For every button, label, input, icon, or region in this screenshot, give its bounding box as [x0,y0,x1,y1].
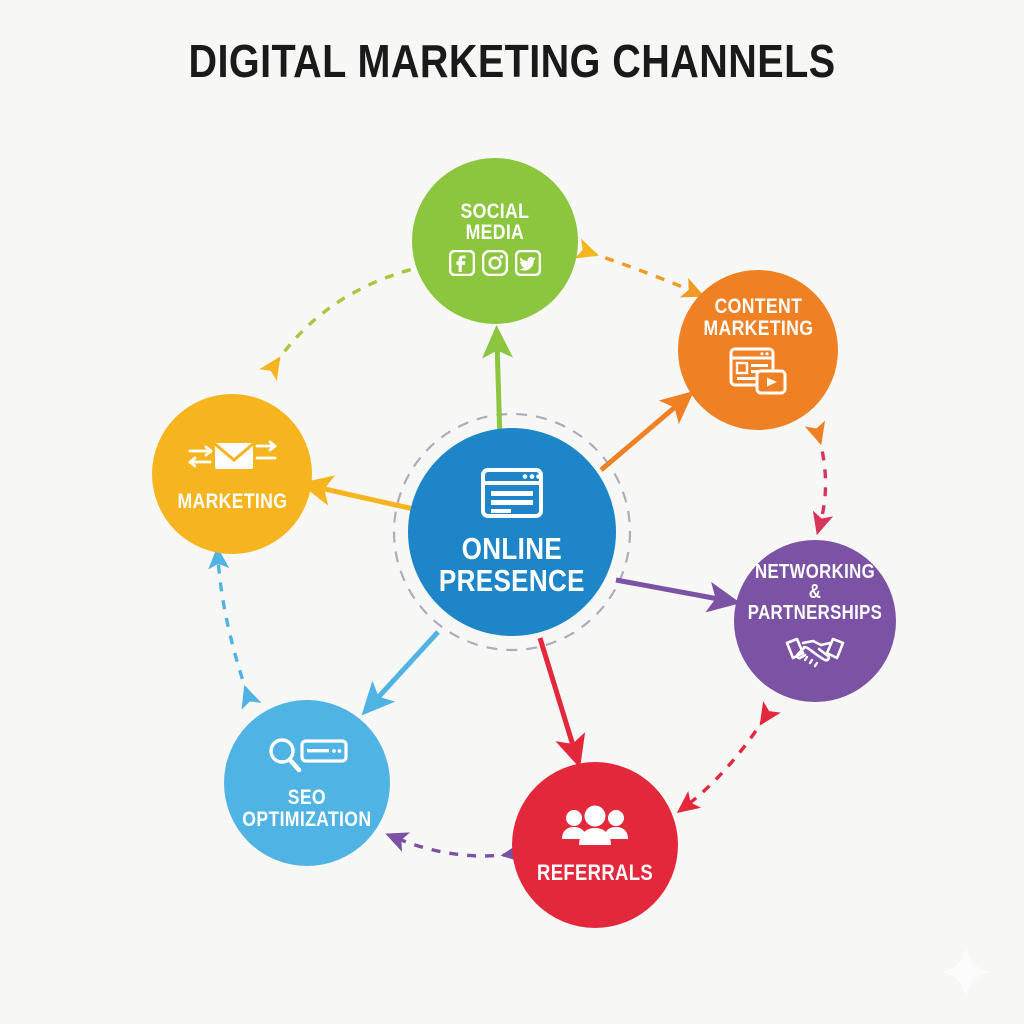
link-social-media-content-marketing [574,238,705,298]
browser-window-icon [481,467,543,523]
article-video-icon [729,347,787,400]
spoke-online-presence-to-email-marketing [299,475,419,513]
node-label-online-presence: ONLINE PRESENCE [439,530,585,598]
four-point-star-sparkle-icon [940,946,992,998]
people-group-icon [560,805,630,854]
node-content-marketing[interactable]: CONTENT MARKETING [678,270,838,430]
social-icon-row [448,250,542,281]
link-content-marketing-networking [804,420,834,536]
link-email-marketing-social-media [259,253,456,381]
link-referrals-seo [385,832,525,863]
node-seo-optimization[interactable]: SEO OPTIMIZATION [224,700,390,866]
handshake-icon [783,633,847,676]
node-social-media[interactable]: SOCIAL MEDIA [412,158,578,324]
node-label-email-marketing: MARKETING [177,489,287,513]
link-seo-email-marketing [208,546,262,710]
instagram-icon[interactable] [481,250,509,281]
node-label-content-marketing: CONTENT MARKETING [703,295,813,340]
envelope-arrows-icon [184,436,280,483]
spoke-online-presence-to-content-marketing [599,390,694,472]
spoke-online-presence-to-networking [615,577,741,613]
spoke-online-presence-to-seo [361,630,440,716]
node-online-presence[interactable]: ONLINE PRESENCE [408,428,616,636]
node-label-social-media: SOCIAL MEDIA [460,199,530,244]
facebook-icon[interactable] [448,250,476,281]
center-dashed-ring [392,412,632,652]
node-label-seo-optimization: SEO OPTIMIZATION [242,786,372,831]
node-label-referrals: REFERRALS [537,860,653,886]
link-networking-referrals [676,701,781,814]
node-referrals[interactable]: REFERRALS [512,762,678,928]
page-title: DIGITAL MARKETING CHANNELS [188,35,836,87]
spoke-online-presence-to-social-media [481,325,513,441]
node-label-networking-partnerships: NETWORKING & PARTNERSHIPS [747,560,883,624]
twitter-icon[interactable] [514,250,542,281]
node-email-marketing[interactable]: MARKETING [152,394,312,554]
magnifier-searchbar-icon [266,736,348,779]
spoke-online-presence-to-referrals [537,637,586,769]
node-networking-partnerships[interactable]: NETWORKING & PARTNERSHIPS [734,540,896,702]
